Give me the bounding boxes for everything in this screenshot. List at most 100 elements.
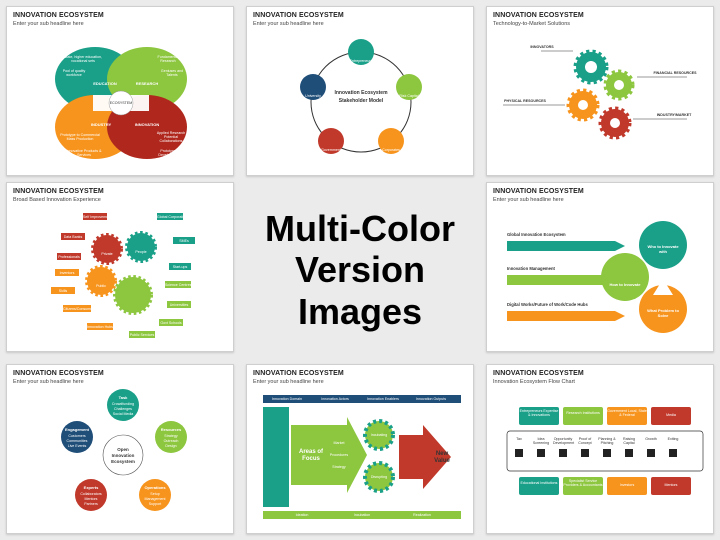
node-item: Social Media bbox=[112, 412, 134, 416]
circle-label: Who to Innovate with bbox=[647, 244, 679, 254]
note: Pool of quality workforce bbox=[62, 69, 86, 78]
bottom-box-label: Mentors bbox=[664, 483, 678, 487]
hub-label: Public bbox=[96, 284, 106, 288]
slide-title: INNOVATION ECOSYSTEM bbox=[493, 12, 584, 19]
bottom-label: Incubation bbox=[353, 513, 371, 517]
head-label: PHYSICAL RESOURCES bbox=[504, 99, 546, 103]
head-label: INNOVATORS bbox=[530, 45, 554, 49]
center-heading: Multi-Color Version Images bbox=[240, 182, 480, 358]
node-head: Resources bbox=[160, 427, 182, 432]
venn-diagram bbox=[55, 47, 187, 159]
circle-label: How to Innovate bbox=[609, 282, 641, 287]
value-label: New Value bbox=[434, 451, 450, 464]
petal-label: EDUCATION bbox=[93, 81, 117, 86]
node-item: Support bbox=[148, 502, 162, 506]
head-label: FINANCIAL RESOURCES bbox=[653, 71, 697, 75]
head-label: INDUSTRY/MARKET bbox=[656, 113, 692, 117]
slide-7-thumbnail[interactable]: INNOVATION ECOSYSTEM Enter your sub head… bbox=[246, 364, 474, 534]
hub-label: Private bbox=[101, 252, 113, 256]
slide-subtitle: Enter your sub headline here bbox=[253, 21, 324, 27]
slide-subtitle: Enter your sub headline here bbox=[493, 197, 564, 203]
node-item: Management bbox=[144, 497, 166, 501]
tag-label: Professionals bbox=[58, 255, 80, 259]
corporates-icon bbox=[378, 128, 404, 154]
slide-title: INNOVATION ECOSYSTEM bbox=[13, 188, 104, 195]
top-label: Innovation Domain bbox=[272, 397, 302, 401]
slide-8-thumbnail[interactable]: INNOVATION ECOSYSTEM Innovation Ecosyste… bbox=[486, 364, 714, 534]
slide-5-thumbnail[interactable]: INNOVATION ECOSYSTEM Enter your sub head… bbox=[486, 182, 714, 352]
slide-title: INNOVATION ECOSYSTEM bbox=[253, 12, 344, 19]
step-label: Raising Capital bbox=[623, 437, 635, 446]
gear-label: Incubating bbox=[370, 433, 388, 437]
note: Prototype to Commercial Mass Production bbox=[60, 133, 100, 142]
top-label: Innovation Outputs bbox=[415, 397, 447, 401]
node-item: Design bbox=[165, 444, 177, 448]
node-head: Experts bbox=[83, 485, 99, 490]
bottom-box-label: Investors bbox=[619, 483, 635, 487]
focus-diagram bbox=[263, 395, 461, 519]
node-item: Partners bbox=[84, 502, 98, 506]
slide-title: INNOVATION ECOSYSTEM bbox=[13, 12, 104, 19]
tag-label: Inventors bbox=[59, 271, 75, 275]
slide-title: INNOVATION ECOSYSTEM bbox=[493, 370, 584, 377]
tag-label: Universities bbox=[169, 303, 189, 307]
step-label: Idea Screening bbox=[532, 437, 550, 446]
node-head: Engagement bbox=[64, 427, 89, 432]
slide-subtitle: Broad Based Innovation Experience bbox=[13, 197, 101, 203]
step-label: Opportunity Development bbox=[553, 437, 575, 446]
petal-label: INDUSTRY bbox=[90, 122, 112, 127]
bottom-label: Realization bbox=[413, 513, 431, 517]
entrepreneurs-icon bbox=[348, 39, 374, 65]
mid-label: Strategy bbox=[332, 465, 346, 469]
slide-6-thumbnail[interactable]: INNOVATION ECOSYSTEM Enter your sub head… bbox=[6, 364, 234, 534]
tag-label: Innovation Hubs bbox=[87, 325, 113, 329]
slide-subtitle: Technology-to-Market Solutions bbox=[493, 21, 571, 27]
arrow-diagram bbox=[507, 221, 687, 333]
mid-label: Procedures bbox=[329, 453, 349, 457]
gear-label: Disrupting bbox=[370, 475, 388, 479]
flow-chart bbox=[506, 407, 704, 495]
heading-line-2: Version Images bbox=[294, 249, 426, 332]
slide-4-thumbnail[interactable]: INNOVATION ECOSYSTEM Broad Based Innovat… bbox=[6, 182, 234, 352]
circle-label: What Problem to Solve bbox=[647, 308, 679, 318]
petal-label: RESEARCH bbox=[135, 81, 159, 86]
slide-title: INNOVATION ECOSYSTEM bbox=[493, 188, 584, 195]
center-label: ECOSYSTEM bbox=[109, 101, 133, 105]
node-item: Collaborators bbox=[80, 492, 102, 496]
tag-label: Skills bbox=[58, 289, 68, 293]
university-icon bbox=[300, 74, 326, 100]
bottom-box-label: Educational Institutions bbox=[520, 481, 558, 485]
tag-label: Govt Schools bbox=[160, 321, 182, 325]
slide-2-thumbnail[interactable]: INNOVATION ECOSYSTEM Enter your sub head… bbox=[246, 6, 474, 176]
tag-label: Start-ups bbox=[172, 265, 188, 269]
hub-diagram bbox=[51, 213, 195, 338]
node-item: Outreach bbox=[163, 439, 179, 443]
step-label: Growth bbox=[645, 437, 657, 441]
note: State, higher education, vocational sets bbox=[64, 55, 102, 64]
top-label: Innovation Actors bbox=[321, 397, 349, 401]
node-item: Communities bbox=[66, 439, 88, 443]
top-box-label: Government Local, State & Federal bbox=[607, 409, 647, 418]
node-label: Corporates bbox=[382, 148, 400, 152]
tag-label: Citizens/Consumers bbox=[63, 307, 96, 311]
heading-line-1: Multi-Color bbox=[265, 207, 455, 249]
center-label: Innovation bbox=[111, 453, 135, 458]
node-label: University bbox=[305, 94, 321, 98]
slide-subtitle: Enter your sub headline here bbox=[13, 21, 84, 27]
slide-3-thumbnail[interactable]: INNOVATION ECOSYSTEM Technology-to-Marke… bbox=[486, 6, 714, 176]
top-box-label: Media bbox=[666, 413, 676, 417]
slide-1-thumbnail[interactable]: INNOVATION ECOSYSTEM Enter your sub head… bbox=[6, 6, 234, 176]
step-label: Exiting bbox=[667, 437, 679, 441]
row-label: Global Innovation Ecosystem bbox=[507, 232, 566, 237]
tag-label: Global Corporations bbox=[157, 215, 189, 219]
node-head: Task bbox=[118, 395, 128, 400]
center-title: Innovation Ecosystem bbox=[334, 90, 388, 96]
row-label: Innovation Management bbox=[507, 266, 555, 271]
node-item: Setup bbox=[150, 492, 160, 496]
slide-subtitle: Innovation Ecosystem Flow Chart bbox=[493, 379, 575, 385]
government-icon bbox=[318, 128, 344, 154]
top-label: Innovation Enablers bbox=[367, 397, 399, 401]
node-item: Crowdfunding bbox=[111, 402, 135, 406]
node-head: Operations bbox=[144, 485, 166, 490]
